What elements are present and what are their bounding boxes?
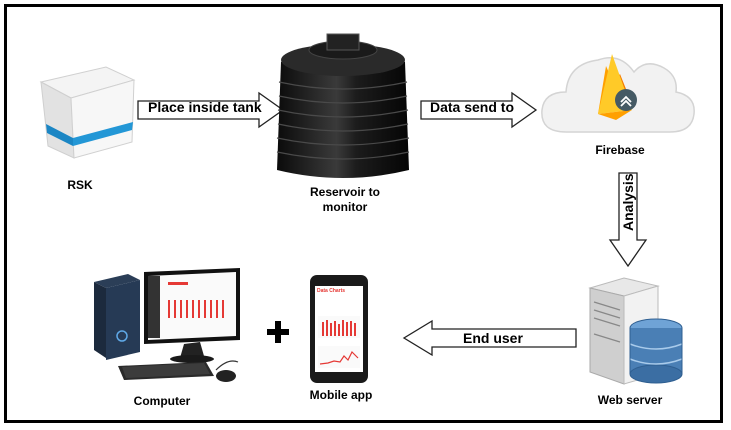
edge-label-place-inside-tank: Place inside tank: [148, 99, 262, 115]
rsk-device-image: [39, 66, 136, 159]
firebase-label: Firebase: [595, 143, 645, 157]
mobile-app-label: Mobile app: [309, 388, 373, 402]
web-server-image: [588, 277, 683, 385]
arrow-firebase-to-server: [608, 172, 648, 268]
plus-icon: [267, 321, 289, 343]
reservoir-label: Reservoir to monitor: [309, 185, 381, 214]
edge-label-analysis: Analysis: [620, 173, 636, 231]
rsk-label: RSK: [67, 178, 93, 192]
web-server-label: Web server: [597, 393, 663, 407]
edge-label-end-user: End user: [463, 330, 523, 346]
reservoir-tank-image: [276, 33, 410, 178]
mobile-phone: Data Charts: [310, 275, 368, 383]
computer-image: [94, 268, 240, 382]
computer-label: Computer: [133, 394, 191, 408]
mobile-screen: Data Charts: [315, 286, 363, 372]
arrow-rsk-to-reservoir: [137, 91, 285, 129]
mobile-bar-chart: [318, 316, 360, 338]
edge-label-data-send-to: Data send to: [430, 99, 515, 115]
arrow-server-to-mobile: [402, 319, 577, 357]
mobile-screen-title: Data Charts: [317, 288, 346, 294]
arrow-reservoir-to-firebase: [420, 91, 538, 129]
firebase-cloud-icon: [541, 54, 695, 133]
mobile-line-chart: [318, 346, 360, 368]
